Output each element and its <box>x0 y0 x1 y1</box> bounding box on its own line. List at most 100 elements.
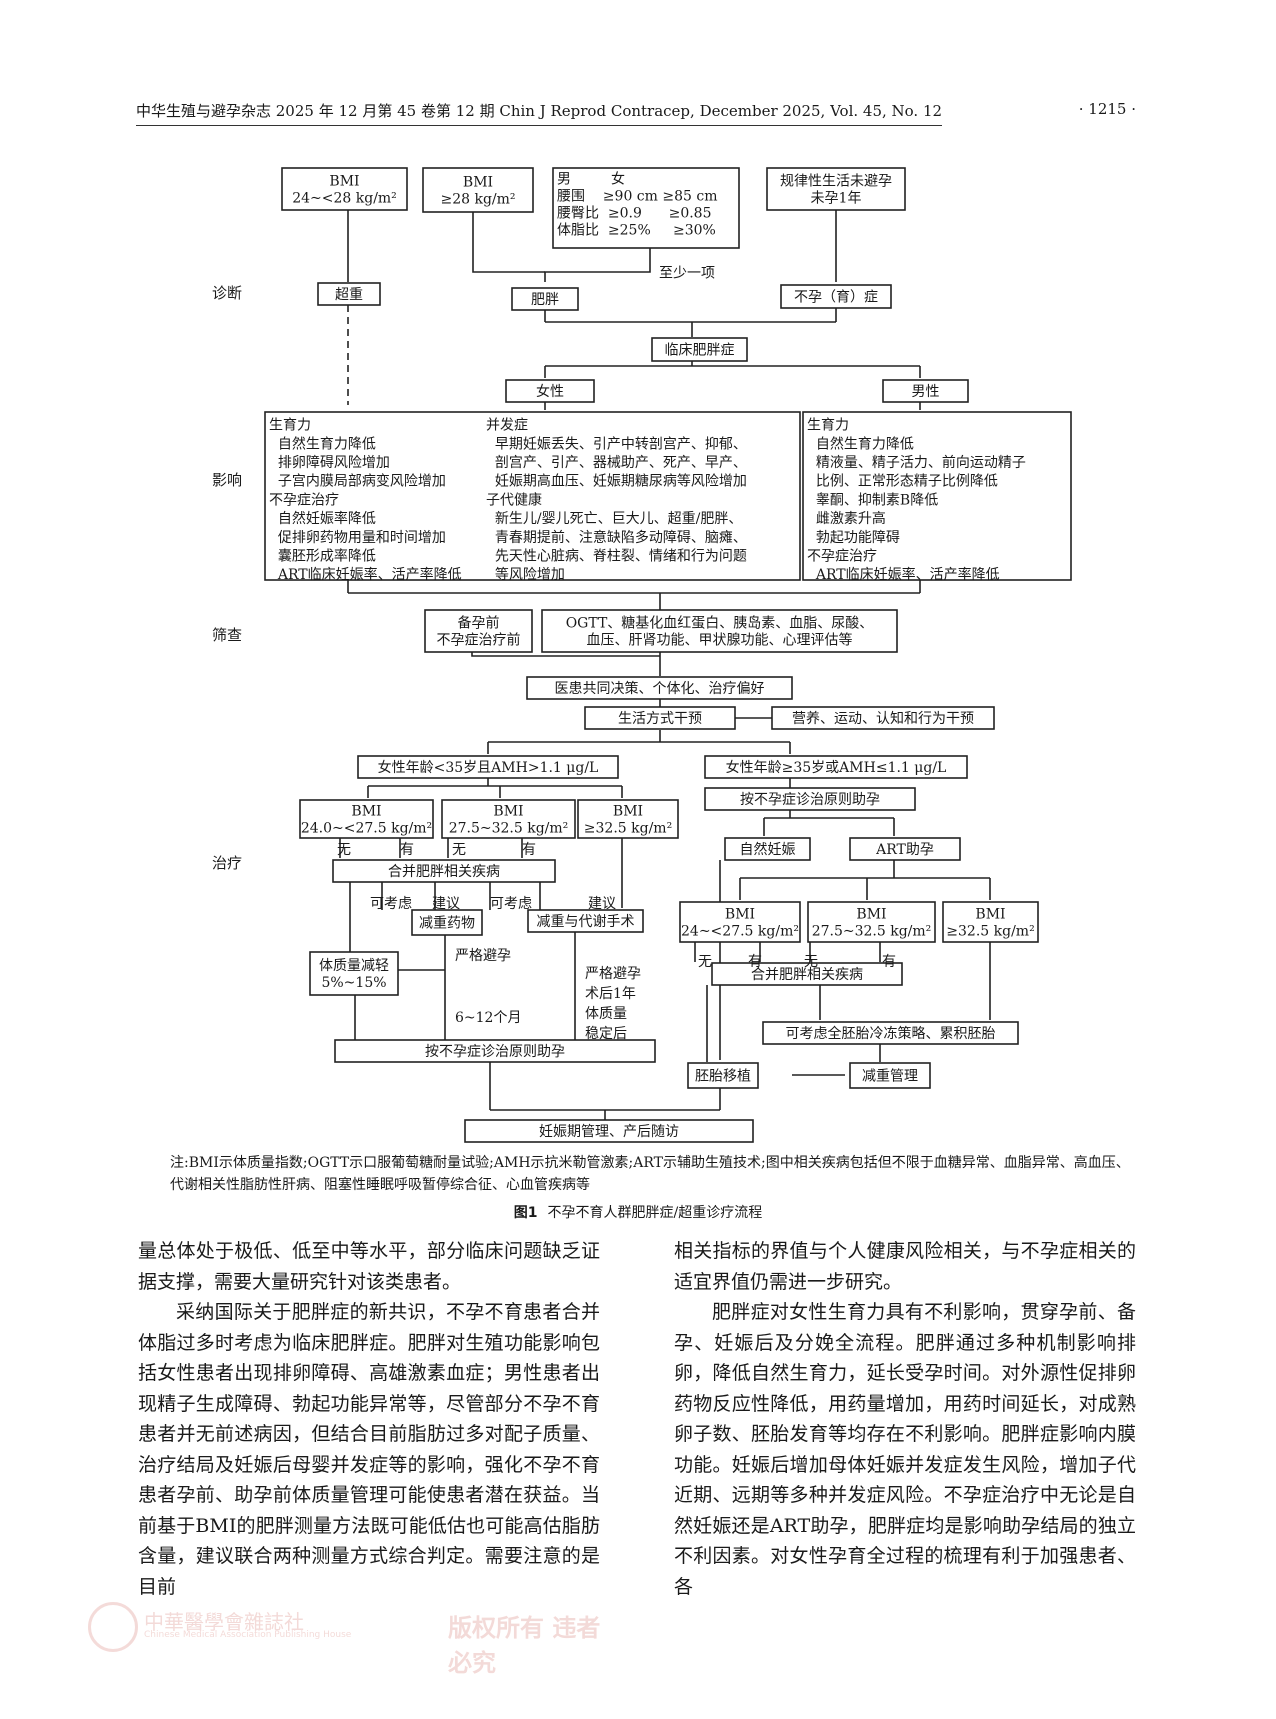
node-text-line: 促排卵药物用量和时间增加 <box>269 530 446 546</box>
node-text-line: 比例、正常形态精子比例降低 <box>807 474 998 490</box>
node-box <box>357 755 619 779</box>
art-assisted-box: ART助孕 <box>849 837 961 861</box>
node-text-line: 先天性心脏病、脊柱裂、情绪和行为问题 <box>486 548 747 564</box>
node-box <box>802 411 1072 581</box>
node-box <box>264 411 801 581</box>
node-box <box>704 755 968 779</box>
pregnancy-management-box: 妊娠期管理、产后随访 <box>464 1119 754 1143</box>
connector <box>544 360 921 378</box>
node-text-line: ART临床妊娠率、活产率降低 <box>807 566 1000 583</box>
paragraph: 相关指标的界值与个人健康风险相关，与不孕症相关的适宜界值仍需进一步研究。 <box>674 1240 1136 1293</box>
node-box <box>704 787 916 811</box>
node-box <box>309 951 399 996</box>
node-text-line: 合并肥胖相关疾病 <box>751 967 863 983</box>
node-text-line: 自然妊娠率降低 <box>269 510 376 527</box>
edge-label-yes: 有 <box>748 954 762 970</box>
connector <box>792 1044 881 1076</box>
weight-management-box: 减重管理 <box>849 1062 931 1089</box>
node-text-line: 男性 <box>912 384 940 400</box>
node-text-line: 精液量、精子活力、前向运动精子 <box>807 454 1026 471</box>
node-text-line: 子代健康 <box>486 491 542 508</box>
connector <box>763 810 895 836</box>
node-box <box>771 706 995 730</box>
node-text-line: BMI <box>856 906 886 922</box>
node-text-line: ≥28 kg/m² <box>440 191 515 207</box>
node-text-line: 女性年龄<35岁且AMH>1.1 μg/L <box>378 759 599 776</box>
node-box <box>299 799 434 839</box>
node-text-line: 自然生育力降低 <box>807 435 914 452</box>
node-box <box>505 379 595 403</box>
node-text-line: 24~<27.5 kg/m² <box>681 923 799 939</box>
edge-label-no: 无 <box>337 842 351 858</box>
node-text-line: ≥32.5 kg/m² <box>946 923 1034 939</box>
infertility-principle-right-box: 按不孕症诊治原则助孕 <box>704 787 916 811</box>
node-text-line: 27.5~32.5 kg/m² <box>449 820 569 836</box>
edge-label-strict-contraception: 严格避孕 <box>455 948 511 964</box>
infertility-principle-left-box: 按不孕症诊治原则助孕 <box>334 1039 656 1063</box>
clinical-obesity-box: 临床肥胖症 <box>651 337 748 362</box>
node-text-line: 24.0~<27.5 kg/m² <box>301 820 432 836</box>
node-box <box>679 901 801 943</box>
page-number: · 1215 · <box>1078 100 1136 118</box>
node-text-line: 5%~15% <box>321 975 386 991</box>
female-age-young-box: 女性年龄<35岁且AMH>1.1 μg/L <box>357 755 619 779</box>
edge-label-yes: 有 <box>400 842 414 858</box>
node-box <box>882 379 969 403</box>
node-box <box>332 859 556 883</box>
node-text-line: BMI <box>463 174 493 190</box>
node-text-line: 并发症 <box>486 418 528 434</box>
edge-label-strict-contraception: 严格避孕 <box>585 966 641 982</box>
edge-label-yes: 有 <box>522 842 536 858</box>
node-text-line: 肥胖 <box>531 292 559 308</box>
node-text-line: 规律性生活未避孕 <box>780 173 892 189</box>
node-box <box>527 909 644 933</box>
node-text-line: 27.5~32.5 kg/m² <box>812 923 932 939</box>
node-text-line: 女性 <box>536 383 564 400</box>
shared-decision-box: 医患共同决策、个体化、治疗偏好 <box>526 676 793 700</box>
node-text-line: 剖宫产、引产、器械助产、死产、早产、 <box>486 455 747 471</box>
node-text-line: 生活方式干预 <box>618 711 702 727</box>
node-text-line: 雌激素升高 <box>807 510 886 527</box>
journal-header: 中华生殖与避孕杂志 2025 年 12 月第 45 卷第 12 期 Chin J… <box>136 100 943 126</box>
node-box <box>762 1021 1019 1045</box>
edge-label-one-year-after: 术后1年 <box>585 986 636 1002</box>
node-text-line: 勃起功能障碍 <box>807 530 900 546</box>
node-box <box>526 676 793 700</box>
node-box <box>334 1039 656 1063</box>
node-text-line: 不孕症治疗前 <box>437 631 521 648</box>
node-box <box>577 799 679 839</box>
node-text-line: 未孕1年 <box>811 190 862 206</box>
node-text-line: OGTT、糖基化血红蛋白、胰岛素、血脂、尿酸、 <box>566 614 874 631</box>
figure-note: 注:BMI示体质量指数;OGTT示口服葡萄糖耐量试验;AMH示抗米勒管激素;AR… <box>170 1155 1130 1193</box>
connector <box>381 882 541 910</box>
node-box <box>807 901 936 943</box>
edge-label-no: 无 <box>804 954 818 970</box>
node-text-line: BMI <box>493 803 523 819</box>
figure-title: 不孕不育人群肥胖症/超重诊疗流程 <box>547 1205 763 1221</box>
node-text-line: 不孕（育）症 <box>794 289 878 305</box>
node-box <box>552 167 740 249</box>
connector <box>472 212 545 273</box>
side-label-treatment: 治疗 <box>212 854 242 872</box>
connector <box>694 942 881 962</box>
weight-loss-drug-box: 减重药物 <box>411 909 483 936</box>
embryo-transfer-box: 胚胎移植 <box>687 1062 759 1089</box>
natural-pregnancy-box: 自然妊娠 <box>724 837 811 861</box>
edge-label-6-12-months: 6~12个月 <box>455 1010 521 1026</box>
node-box <box>780 284 892 309</box>
edge-label-body-weight: 体质量 <box>585 1006 627 1022</box>
screening-tests-box: OGTT、糖基化血红蛋白、胰岛素、血脂、尿酸、血压、肝肾功能、甲状腺功能、心理评… <box>541 609 898 653</box>
publisher-watermark: 中華醫學會雜誌社 Chinese Medical Association Pub… <box>88 1600 608 1677</box>
nutrition-exercise-box: 营养、运动、认知和行为干预 <box>771 706 995 730</box>
node-text-line: 减重药物 <box>419 915 475 931</box>
node-box <box>441 799 576 839</box>
node-box <box>541 609 898 653</box>
